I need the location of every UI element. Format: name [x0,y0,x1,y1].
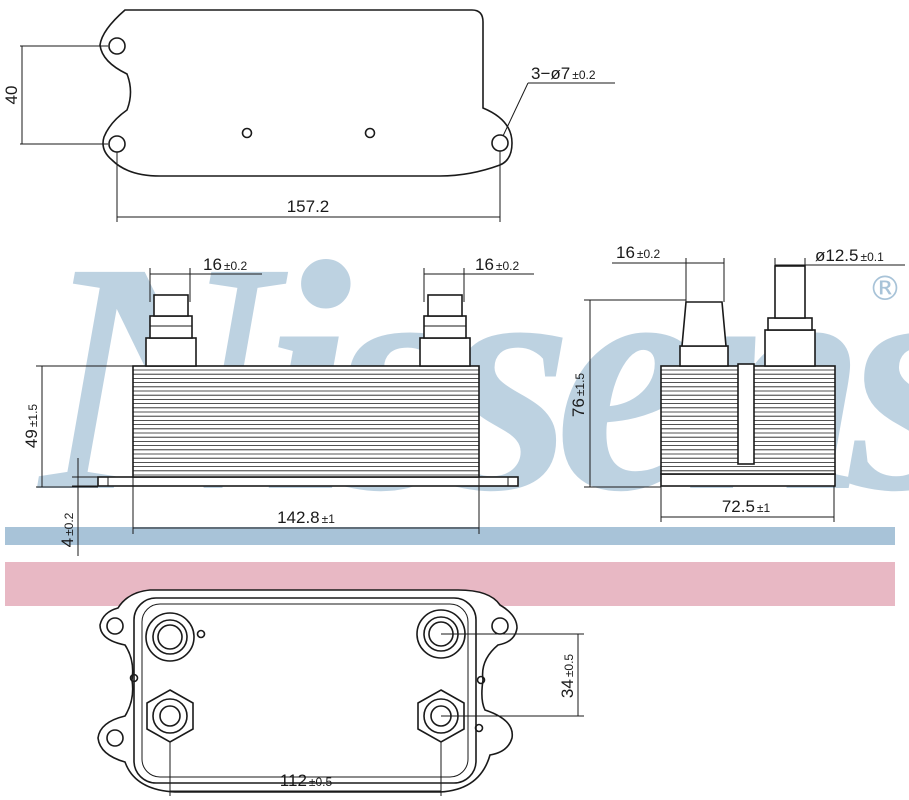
port-left-width-label: 16±0.2 [203,255,248,274]
core-length-label: 142.8±1 [277,508,335,527]
side-port-right-base [419,337,471,367]
mount-hole-top-left [108,37,126,55]
side-port-left-seal [149,315,193,339]
end-port-width-label: 16±0.2 [616,243,661,262]
bottom-view-core-outline [133,597,477,784]
pin-hole-left [241,127,253,139]
side-base-plate [97,476,519,487]
port-spacing-vertical-label: 34±0.5 [558,654,577,699]
end-port-left-body [681,301,727,347]
end-center-bar [737,363,755,465]
bottom-mount-hole-bottom-left [106,729,124,747]
bottom-view-flange-outline [97,589,518,793]
hole-spacing-vertical-label: 40 [2,86,21,105]
base-thickness-label: 4±0.2 [58,512,77,547]
bottom-view: 34±0.5 112±0.5 [97,589,584,796]
side-port-right-seal [423,315,467,339]
registered-mark: ® [868,269,902,309]
pin-hole-right [364,127,376,139]
end-port-right-nipple [774,265,806,319]
port-pitch-label: 112±0.5 [280,771,333,790]
end-port-diameter-label: ø12.5±0.1 [815,246,884,265]
side-port-right-nipple [427,294,463,317]
end-port-right-seal [767,317,813,331]
bottom-mount-hole-top-left [106,617,124,635]
hole-pitch-label: 157.2 [287,197,330,216]
side-core-fins [133,369,479,476]
bottom-port-top-left [145,612,195,662]
core-width-label: 72.5±1 [722,497,771,516]
side-port-left-nipple [153,294,189,317]
blue-band [5,527,895,545]
side-view: 16±0.2 16±0.2 49±1.5 4±0.2 142.8±1 [22,255,534,556]
hole-callout-label: 3−ø7±0.2 [531,64,596,83]
top-view: 40 157.2 3−ø7±0.2 [2,9,615,222]
core-height-label: 49±1.5 [22,404,41,449]
total-height-label: 76±1.5 [569,373,588,418]
side-port-left-base [145,337,197,367]
end-view: 16±0.2 ø12.5±0.1 76±1.5 72.5±1 [569,243,905,522]
end-port-left-base [679,345,729,367]
port-right-width-label: 16±0.2 [475,255,520,274]
end-port-right-base [764,329,816,367]
top-view-plate-outline [99,9,513,177]
end-base-plate [660,473,836,487]
